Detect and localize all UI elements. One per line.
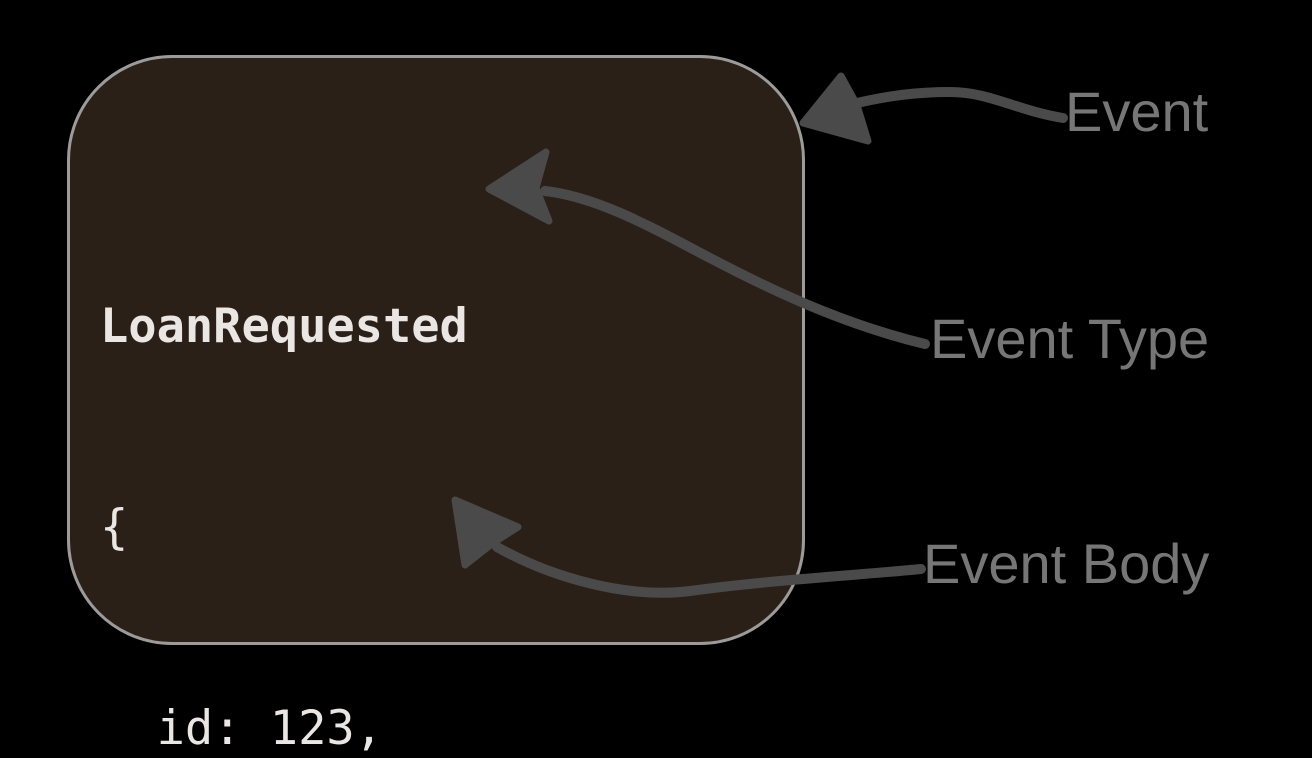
event-label: Event — [1065, 80, 1209, 143]
event-body-label: Event Body — [923, 532, 1210, 595]
event-type-line: LoanRequested — [100, 299, 468, 354]
event-arrow-line — [852, 86, 1068, 123]
event-card: LoanRequested { id: 123, amount: 100, bo… — [67, 55, 805, 756]
event-body-open-brace: { — [100, 500, 129, 555]
event-arrowhead-icon — [799, 72, 872, 145]
event-code-block: LoanRequested { id: 123, amount: 100, bo… — [100, 159, 751, 758]
event-type-label: Event Type — [930, 307, 1210, 370]
event-body-id-line: id: 123, — [100, 701, 383, 756]
